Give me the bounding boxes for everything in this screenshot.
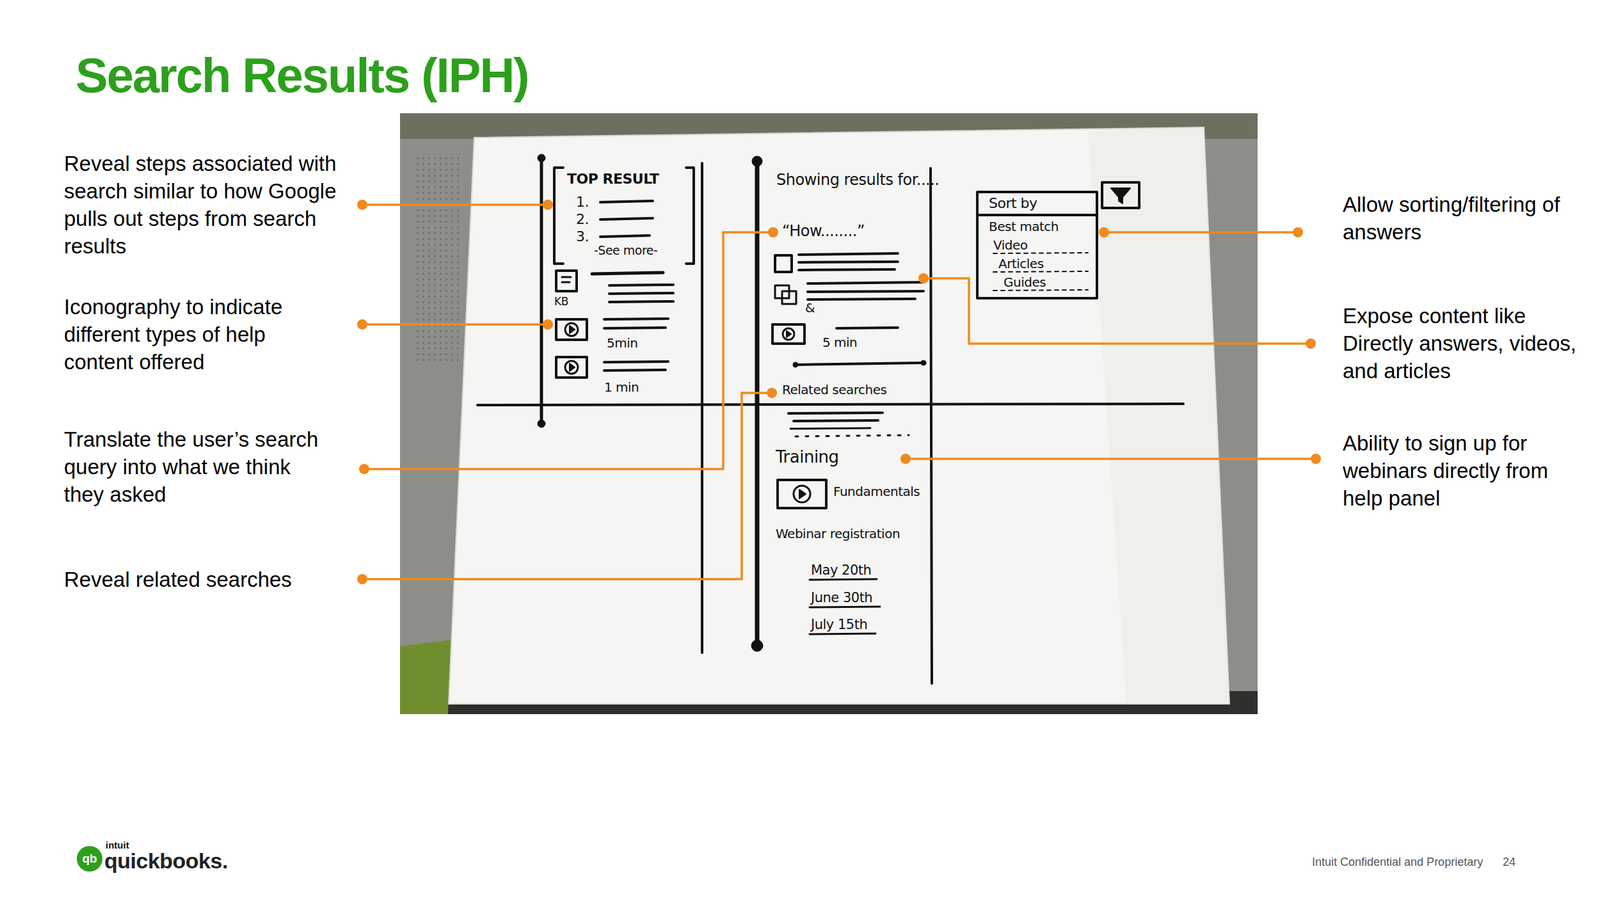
callout-text: Reveal related searches bbox=[64, 565, 349, 594]
callout-text: Ability to sign up for webinars directly… bbox=[1342, 429, 1590, 512]
sketch-number: 1. bbox=[576, 193, 589, 210]
sketch-text: Articles bbox=[998, 256, 1044, 272]
sketch-text: Sort by bbox=[988, 195, 1038, 212]
callout-text: Translate the user’s search query into w… bbox=[64, 425, 320, 509]
sketch-number: 3. bbox=[576, 228, 589, 245]
sketch-text: 5min bbox=[606, 336, 638, 351]
sketch-strokes bbox=[477, 154, 1184, 684]
logo-disc bbox=[76, 846, 103, 872]
sketch-text: 5 min bbox=[822, 335, 857, 351]
sketch-text: Showing results for..... bbox=[776, 171, 927, 190]
page-number: 24 bbox=[1502, 856, 1516, 868]
photo-ground bbox=[400, 113, 1258, 715]
sketch-text: Guides bbox=[1003, 275, 1046, 290]
speaker-grille bbox=[412, 156, 461, 362]
logo-mark: qb bbox=[76, 852, 103, 865]
sketch-text: July 15th bbox=[810, 616, 868, 633]
photo-green-corner bbox=[400, 640, 452, 715]
sketch-text: 1 min bbox=[604, 380, 639, 395]
sketch-text: “How........” bbox=[782, 222, 865, 241]
sketch-text: Webinar registration bbox=[775, 526, 900, 542]
logo-text: quickbooks. bbox=[104, 849, 228, 872]
sketch-text: -See more- bbox=[593, 243, 658, 258]
sketch-text: Fundamentals bbox=[833, 484, 920, 500]
callout-text: Iconography to indicate different types … bbox=[64, 293, 333, 376]
sketch-heading: TOP RESULT bbox=[567, 170, 660, 187]
leader-lines bbox=[362, 204, 1316, 580]
sketch-text: & bbox=[805, 300, 815, 316]
sketch-text: May 20th bbox=[810, 562, 872, 578]
sketch-text: Related searches bbox=[782, 382, 887, 398]
callout-text: Expose content like Directly answers, vi… bbox=[1342, 302, 1590, 385]
sketch-text: KB bbox=[554, 295, 569, 309]
sketch-text: Best match bbox=[988, 219, 1059, 235]
sketch-heading: Training bbox=[775, 448, 840, 468]
callout-text: Allow sorting/filtering of answers bbox=[1342, 190, 1590, 246]
sketch-text: Video bbox=[993, 238, 1028, 253]
leader-dots bbox=[357, 199, 1321, 585]
callout-text: Reveal steps associated with search simi… bbox=[64, 149, 349, 260]
footer-note: Intuit Confidential and Proprietary bbox=[1312, 856, 1483, 868]
paper-shade bbox=[1088, 127, 1230, 704]
paper-sheet bbox=[448, 127, 1230, 704]
slide-title: Search Results (IPH) bbox=[75, 51, 529, 100]
sketch-text: June 30th bbox=[810, 590, 873, 606]
logo-text: intuit bbox=[105, 840, 130, 850]
sketch-number: 2. bbox=[576, 211, 589, 228]
